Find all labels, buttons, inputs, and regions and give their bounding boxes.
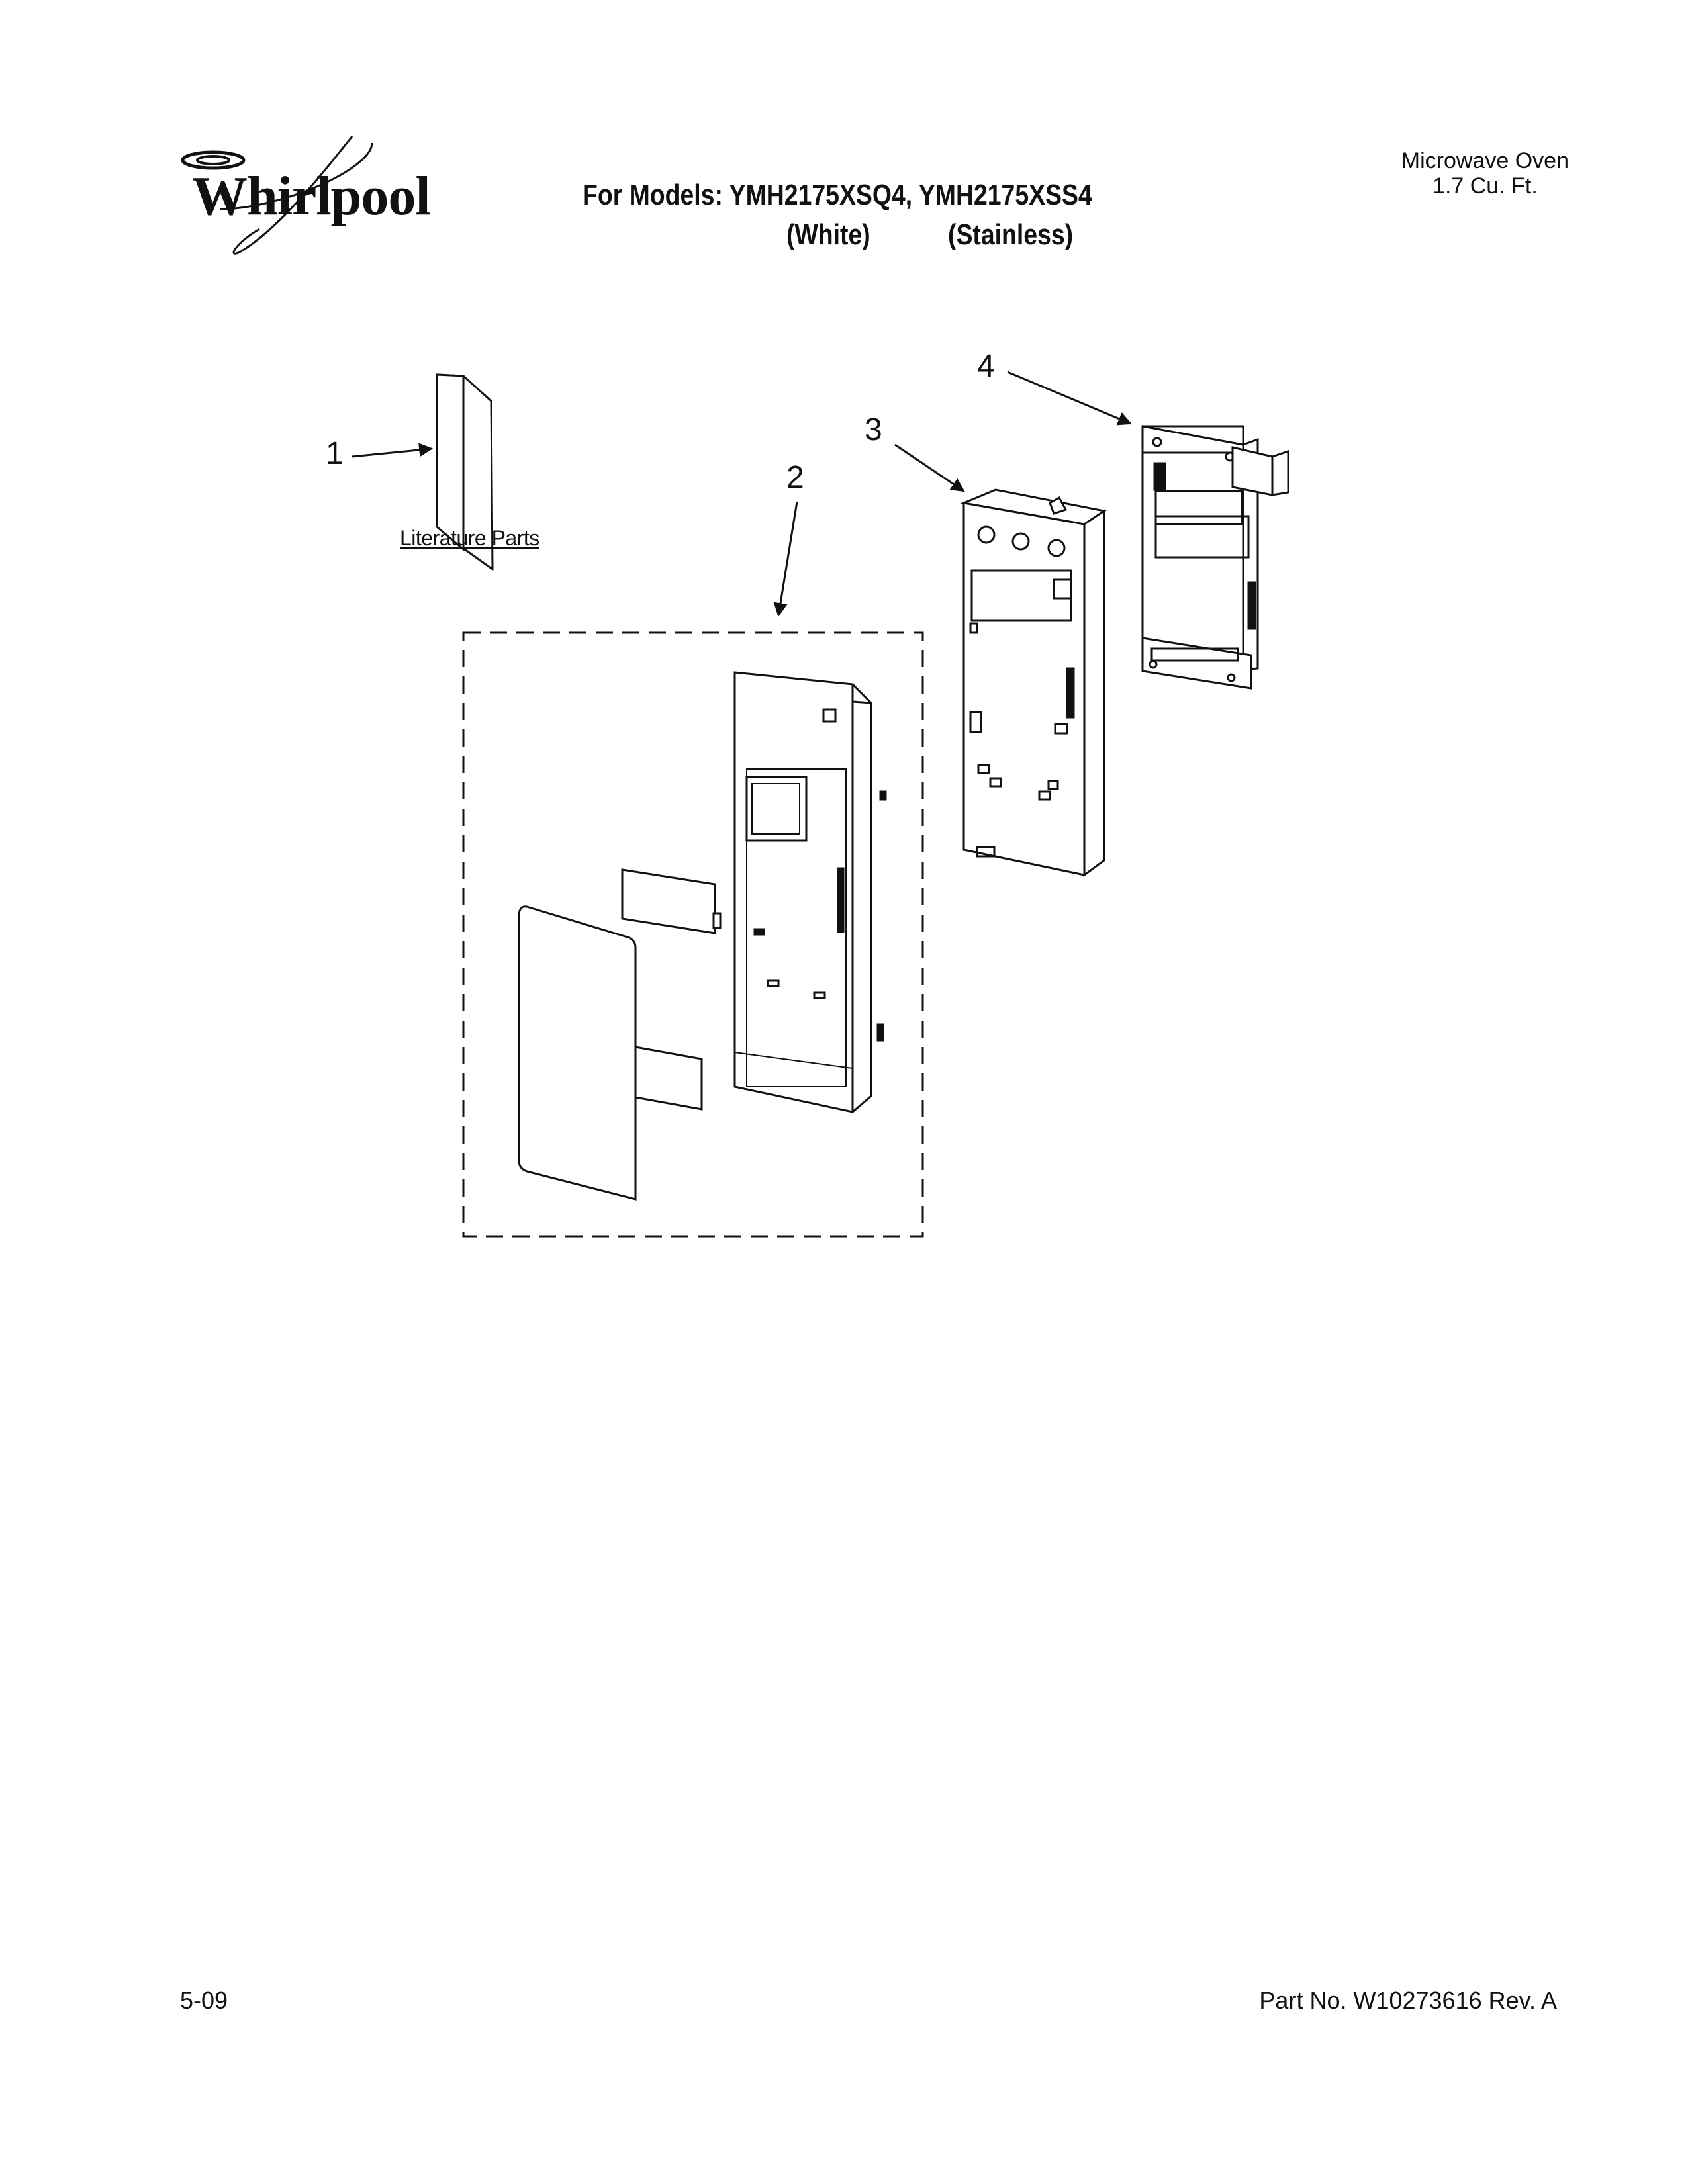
brand-wordmark: Whirlpool (192, 165, 431, 227)
product-description: Microwave Oven 1.7 Cu. Ft. (1401, 148, 1569, 199)
brand-logo: Whirlpool (173, 130, 451, 262)
electronic-control-board (1141, 425, 1289, 690)
product-type: Microwave Oven (1401, 148, 1569, 173)
product-capacity: 1.7 Cu. Ft. (1432, 173, 1538, 199)
callout-1-arrow (352, 443, 434, 458)
callout-2-arrow (773, 501, 798, 617)
variant-white-label: (White) (786, 218, 870, 251)
callout-3-label: 3 (865, 412, 882, 447)
callout-2-label: 2 (786, 460, 804, 495)
callout-1-label: 1 (326, 436, 344, 471)
membrane-keypad (518, 905, 637, 1201)
models-title: For Models: YMH2175XSQ4, YMH2175XSS4 (583, 179, 1092, 211)
revision-date: 5-09 (180, 1987, 228, 2014)
callout-4-label: 4 (977, 349, 995, 384)
part-number: Part No. W10273616 Rev. A (1259, 1987, 1557, 2014)
control-housing (960, 488, 1107, 877)
logo-swoosh-icon (181, 136, 373, 255)
variant-stainless-label: (Stainless) (948, 218, 1074, 251)
callout-4-arrow (1007, 371, 1132, 426)
callout-3-arrow (894, 443, 965, 492)
keypad-connector-tail (634, 1046, 703, 1111)
literature-parts-label: Literature Parts (400, 526, 539, 550)
literature-booklet (436, 373, 494, 571)
display-window-lens (621, 868, 722, 934)
control-panel-frame (733, 671, 887, 1113)
